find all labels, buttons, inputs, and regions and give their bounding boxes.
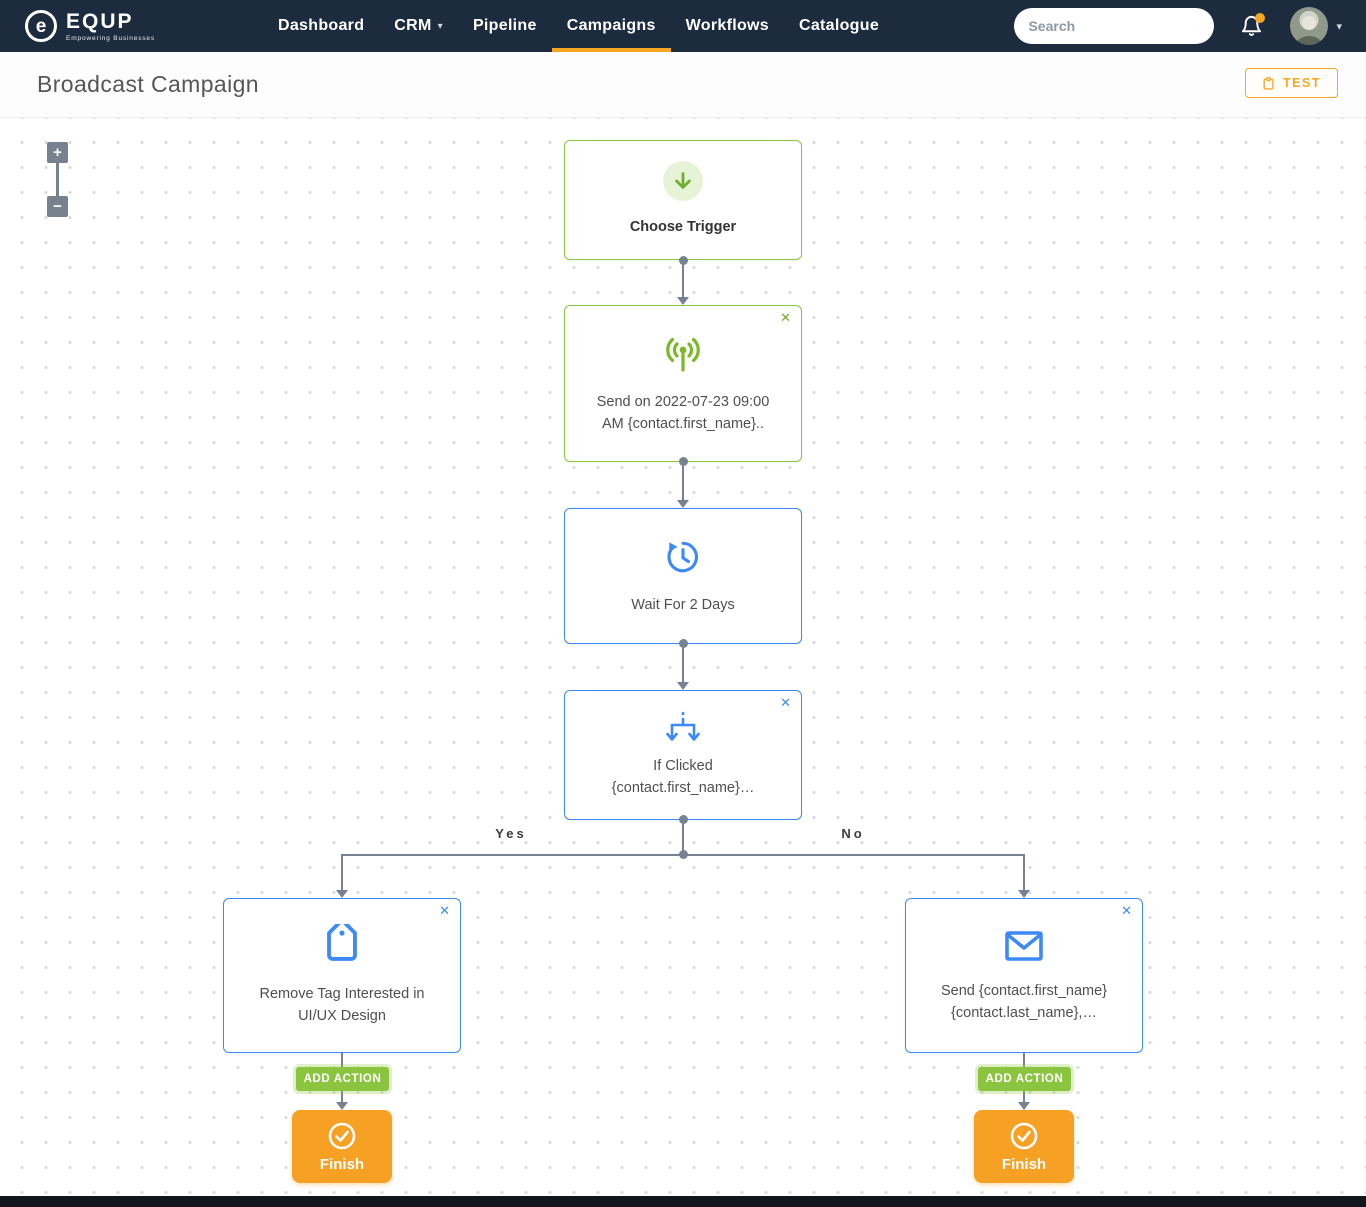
brand-name: EQUP (66, 9, 134, 33)
tag-icon (327, 923, 357, 961)
close-icon[interactable]: ✕ (780, 695, 791, 710)
arrow-down-circle-icon (663, 161, 703, 202)
zoom-in-button[interactable]: + (47, 142, 68, 163)
broadcast-icon (666, 337, 700, 372)
node-label: Choose Trigger (629, 219, 737, 236)
close-icon[interactable]: ✕ (439, 903, 450, 918)
top-navbar: e EQUP Empowering Businesses Dashboard C… (0, 0, 1366, 52)
chevron-down-icon: ▾ (437, 20, 443, 32)
notification-badge (1255, 13, 1266, 23)
connector-junction-dot (679, 850, 688, 859)
check-circle-icon (328, 1122, 356, 1149)
nav-item-dashboard[interactable]: Dashboard (278, 17, 365, 34)
connector-dot (679, 639, 688, 648)
connector-arrow (1018, 890, 1030, 898)
search-box[interactable] (1014, 8, 1225, 44)
nav-item-pipeline[interactable]: Pipeline (472, 17, 537, 34)
connector-line (682, 462, 684, 500)
close-icon[interactable]: ✕ (1121, 903, 1132, 918)
connector-line (682, 260, 684, 297)
nav-item-catalogue[interactable]: Catalogue (798, 17, 880, 34)
branch-no-label: No (841, 826, 865, 841)
connector-arrow (677, 682, 689, 690)
connector-arrow (336, 1102, 348, 1110)
chevron-down-icon[interactable]: ▾ (1336, 20, 1342, 33)
connector-line (682, 820, 684, 855)
node-label: Remove Tag Interested in UI/UX Design (259, 985, 425, 1024)
search-input[interactable] (1028, 18, 1225, 34)
page-title: Broadcast Campaign (37, 71, 259, 97)
branch-split-icon (666, 711, 700, 741)
node-label: If Clicked {contact.first_name}… (611, 757, 755, 796)
test-button[interactable]: TEST (1245, 68, 1338, 98)
zoom-track (56, 163, 59, 196)
node-label: Send {contact.first_name} {contact.last_… (940, 982, 1108, 1021)
connector-line-yes (341, 854, 343, 890)
node-broadcast-send[interactable]: ✕ Send on 2022-07-23 09:00 AM {contact.f… (564, 305, 802, 462)
nav-item-campaigns[interactable]: Campaigns (551, 0, 671, 52)
notifications-bell-icon[interactable] (1240, 13, 1266, 39)
workflow-canvas[interactable]: + − Choose Trigger ✕ Send on 2022-07-23 … (0, 118, 1366, 1196)
node-remove-tag[interactable]: ✕ Remove Tag Interested in UI/UX Design (223, 898, 461, 1053)
close-icon[interactable]: ✕ (780, 310, 791, 325)
node-label: Send on 2022-07-23 09:00 AM {contact.fir… (596, 393, 770, 432)
user-menu[interactable]: ▾ (1290, 7, 1342, 45)
connector-arrow (677, 297, 689, 305)
connector-line (682, 644, 684, 682)
connector-arrow (1018, 1102, 1030, 1110)
finish-node-yes[interactable]: Finish (292, 1110, 392, 1183)
main-nav-menu: Dashboard CRM▾ Pipeline Campaigns Workfl… (263, 0, 894, 52)
history-clock-icon (667, 541, 699, 573)
bottom-bar (0, 1196, 1366, 1207)
page-header: Broadcast Campaign TEST (0, 52, 1366, 118)
add-action-button-yes[interactable]: ADD ACTION (296, 1067, 389, 1091)
node-if-clicked[interactable]: ✕ If Clicked {contact.first_name}… (564, 690, 802, 820)
brand-tagline: Empowering Businesses (66, 34, 155, 42)
node-send-email[interactable]: ✕ Send {contact.first_name} {contact.las… (905, 898, 1143, 1053)
connector-line-no (1023, 854, 1025, 890)
brand-logo-icon: e (25, 10, 57, 42)
connector-dot (679, 256, 688, 265)
zoom-out-button[interactable]: − (47, 196, 68, 217)
connector-arrow (677, 500, 689, 508)
node-wait[interactable]: Wait For 2 Days (564, 508, 802, 644)
nav-item-workflows[interactable]: Workflows (685, 17, 769, 34)
add-action-button-no[interactable]: ADD ACTION (978, 1067, 1071, 1091)
brand-logo[interactable]: e EQUP Empowering Businesses (25, 10, 155, 42)
clipboard-icon (1263, 76, 1274, 90)
nav-item-crm[interactable]: CRM▾ (394, 17, 443, 34)
check-circle-icon (1010, 1122, 1038, 1149)
branch-yes-label: Yes (495, 826, 527, 841)
finish-node-no[interactable]: Finish (974, 1110, 1074, 1183)
connector-dot (679, 815, 688, 824)
email-icon (1005, 930, 1043, 961)
connector-arrow (336, 890, 348, 898)
connector-dot (679, 457, 688, 466)
node-choose-trigger[interactable]: Choose Trigger (564, 140, 802, 260)
node-label: Wait For 2 Days (631, 597, 735, 614)
avatar[interactable] (1290, 7, 1329, 45)
